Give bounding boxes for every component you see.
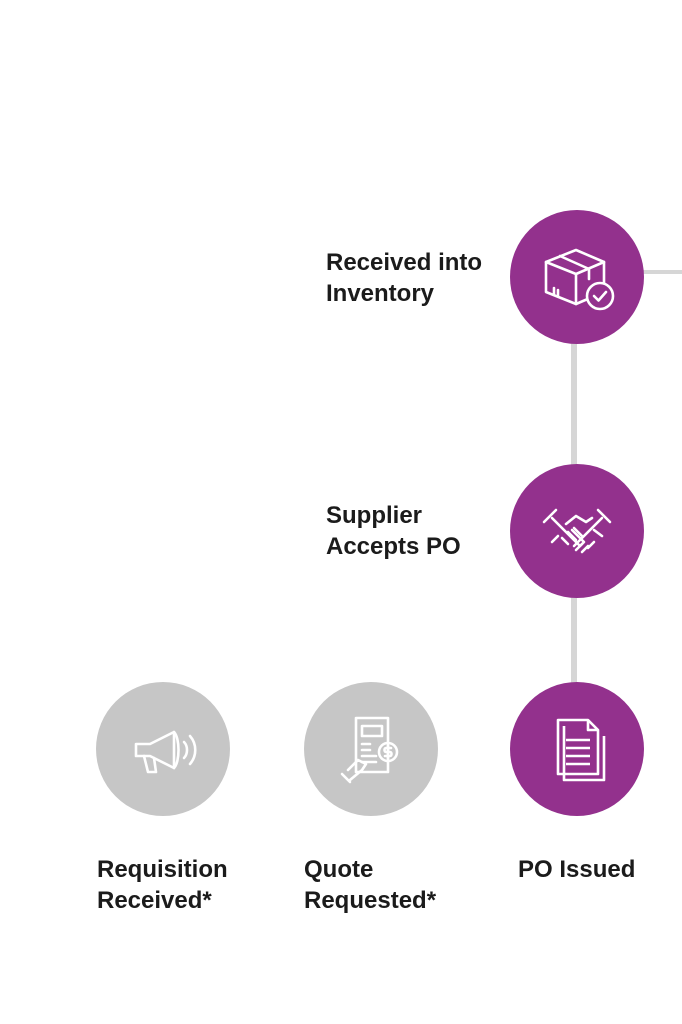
label-line: Inventory (326, 280, 435, 307)
label-line: Quote (304, 856, 374, 883)
package-check-icon (544, 248, 615, 311)
connector-supplier-to-po (571, 585, 577, 700)
label-line: Requested* (304, 887, 437, 914)
step-po-issued-circle (510, 682, 644, 816)
step-supplier-accepts-po-circle (510, 464, 644, 598)
label-line: Supplier (326, 502, 423, 529)
invoice-hand-icon (340, 716, 399, 784)
label-line: Accepts PO (326, 533, 461, 560)
step-quote-requested-circle (304, 682, 438, 816)
connector-inventory-right (640, 270, 682, 274)
step-po-issued-label: PO Issued (518, 854, 678, 885)
step-supplier-accepts-po-label: Supplier Accepts PO (326, 500, 526, 562)
step-requisition-received-label: Requisition Received* (97, 854, 297, 916)
label-line: Received* (97, 887, 212, 914)
step-received-into-inventory-circle (510, 210, 644, 344)
step-received-into-inventory-label: Received into Inventory (326, 247, 526, 309)
label-line: Requisition (97, 856, 228, 883)
label-line: Received into (326, 249, 483, 276)
handshake-icon (542, 508, 612, 554)
megaphone-icon (134, 730, 197, 774)
step-requisition-received-circle (96, 682, 230, 816)
label-line: PO Issued (518, 856, 636, 883)
step-quote-requested-label: Quote Requested* (304, 854, 504, 916)
connector-inventory-to-supplier (571, 330, 577, 480)
documents-icon (556, 718, 606, 782)
